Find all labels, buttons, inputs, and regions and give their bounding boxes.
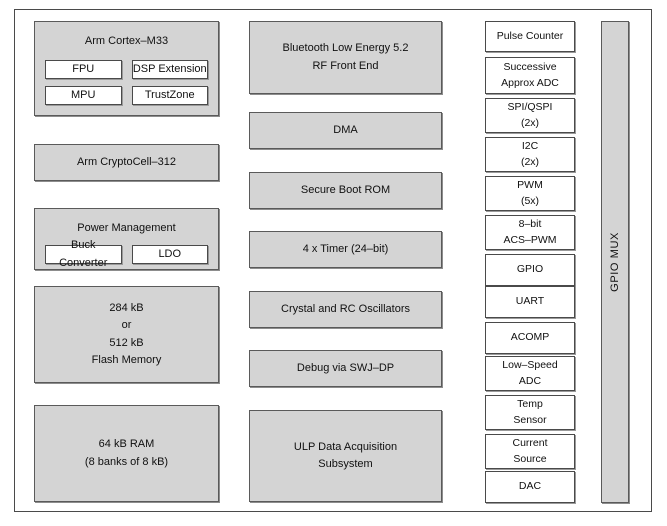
block-pulse-counter[interactable]: Pulse Counter bbox=[485, 21, 575, 52]
block-temp-sensor[interactable]: Temp Sensor bbox=[485, 395, 575, 430]
block-successive-approx-adc[interactable]: Successive Approx ADC bbox=[485, 57, 575, 94]
ble-line-2: RF Front End bbox=[312, 59, 379, 72]
i2c-line-2: (2x) bbox=[520, 155, 540, 168]
temp-sensor-line-1: Temp bbox=[517, 398, 543, 411]
gpio-mux-label: GPIO MUX bbox=[609, 232, 621, 292]
block-arm-cortex-m33[interactable]: Arm Cortex–M33 FPU DSP Extension MPU Tru… bbox=[34, 21, 219, 116]
acs-pwm-line-1: 8–bit bbox=[518, 218, 542, 231]
current-source-line-1: Current bbox=[512, 437, 548, 450]
flash-line-1: 284 kB bbox=[109, 302, 144, 315]
power-feature-row: Buck Converter LDO bbox=[45, 239, 208, 269]
low-speed-adc-line-2: ADC bbox=[518, 374, 542, 387]
block-dac[interactable]: DAC bbox=[485, 471, 575, 503]
block-acs-pwm[interactable]: 8–bit ACS–PWM bbox=[485, 215, 575, 250]
timer-label: 4 x Timer (24–bit) bbox=[302, 242, 389, 255]
sar-adc-line-2: Approx ADC bbox=[501, 76, 559, 89]
block-pwm[interactable]: PWM (5x) bbox=[485, 176, 575, 211]
block-ram[interactable]: 64 kB RAM (8 banks of 8 kB) bbox=[34, 405, 219, 502]
block-arm-cryptocell-312-label: Arm CryptoCell–312 bbox=[76, 155, 177, 168]
block-bluetooth-low-energy[interactable]: Bluetooth Low Energy 5.2 RF Front End bbox=[249, 21, 442, 94]
feature-trustzone[interactable]: TrustZone bbox=[131, 86, 208, 105]
block-timer[interactable]: 4 x Timer (24–bit) bbox=[249, 231, 442, 268]
current-source-line-2: Source bbox=[513, 452, 547, 465]
dac-label: DAC bbox=[518, 480, 542, 493]
oscillators-label: Crystal and RC Oscillators bbox=[281, 302, 410, 315]
cortex-feature-row-2: MPU TrustZone bbox=[45, 86, 208, 105]
block-gpio-mux[interactable]: GPIO MUX bbox=[601, 21, 629, 503]
block-debug-swj-dp[interactable]: Debug via SWJ–DP bbox=[249, 350, 442, 387]
block-ulp-data-acquisition[interactable]: ULP Data Acquisition Subsystem bbox=[249, 410, 442, 502]
block-spi-qspi[interactable]: SPI/QSPI (2x) bbox=[485, 98, 575, 133]
feature-dsp-extension[interactable]: DSP Extension bbox=[131, 60, 208, 79]
secure-boot-rom-label: Secure Boot ROM bbox=[300, 183, 391, 196]
block-power-management-title: Power Management bbox=[77, 222, 176, 234]
feature-ldo[interactable]: LDO bbox=[131, 245, 208, 264]
feature-fpu[interactable]: FPU bbox=[45, 60, 122, 79]
block-flash-memory[interactable]: 284 kB or 512 kB Flash Memory bbox=[34, 286, 219, 383]
ulp-line-1: ULP Data Acquisition bbox=[293, 440, 398, 453]
uart-label: UART bbox=[515, 295, 545, 308]
debug-label: Debug via SWJ–DP bbox=[296, 361, 395, 374]
ble-line-1: Bluetooth Low Energy 5.2 bbox=[282, 42, 409, 55]
cortex-feature-row-1: FPU DSP Extension bbox=[45, 60, 208, 79]
block-arm-cryptocell-312[interactable]: Arm CryptoCell–312 bbox=[34, 144, 219, 181]
block-secure-boot-rom[interactable]: Secure Boot ROM bbox=[249, 172, 442, 209]
low-speed-adc-line-1: Low–Speed bbox=[502, 359, 558, 372]
block-acomp[interactable]: ACOMP bbox=[485, 322, 575, 354]
block-power-management[interactable]: Power Management Buck Converter LDO bbox=[34, 208, 219, 270]
dma-label: DMA bbox=[333, 123, 358, 136]
acs-pwm-line-2: ACS–PWM bbox=[503, 233, 557, 246]
block-gpio[interactable]: GPIO bbox=[485, 254, 575, 286]
flash-line-3: 512 kB bbox=[109, 336, 144, 349]
block-oscillators[interactable]: Crystal and RC Oscillators bbox=[249, 291, 442, 328]
feature-buck-converter[interactable]: Buck Converter bbox=[45, 239, 122, 269]
pulse-counter-label: Pulse Counter bbox=[496, 29, 564, 42]
temp-sensor-line-2: Sensor bbox=[513, 413, 547, 426]
flash-line-4: Flash Memory bbox=[91, 353, 162, 366]
block-current-source[interactable]: Current Source bbox=[485, 434, 575, 469]
block-uart[interactable]: UART bbox=[485, 286, 575, 318]
ram-line-1: 64 kB RAM bbox=[98, 438, 155, 451]
block-low-speed-adc[interactable]: Low–Speed ADC bbox=[485, 356, 575, 391]
i2c-line-1: I2C bbox=[521, 140, 539, 153]
flash-line-2: or bbox=[121, 319, 132, 332]
pwm-line-2: (5x) bbox=[520, 194, 540, 207]
block-dma[interactable]: DMA bbox=[249, 112, 442, 149]
spi-qspi-line-1: SPI/QSPI bbox=[507, 101, 553, 114]
sar-adc-line-1: Successive bbox=[503, 61, 557, 74]
acomp-label: ACOMP bbox=[510, 331, 550, 344]
feature-mpu[interactable]: MPU bbox=[45, 86, 122, 105]
gpio-label: GPIO bbox=[516, 263, 544, 276]
pwm-line-1: PWM bbox=[517, 179, 543, 192]
ram-line-2: (8 banks of 8 kB) bbox=[84, 455, 169, 468]
block-arm-cortex-m33-title: Arm Cortex–M33 bbox=[84, 35, 169, 47]
block-i2c[interactable]: I2C (2x) bbox=[485, 137, 575, 172]
ulp-line-2: Subsystem bbox=[318, 458, 373, 470]
spi-qspi-line-2: (2x) bbox=[520, 116, 540, 129]
